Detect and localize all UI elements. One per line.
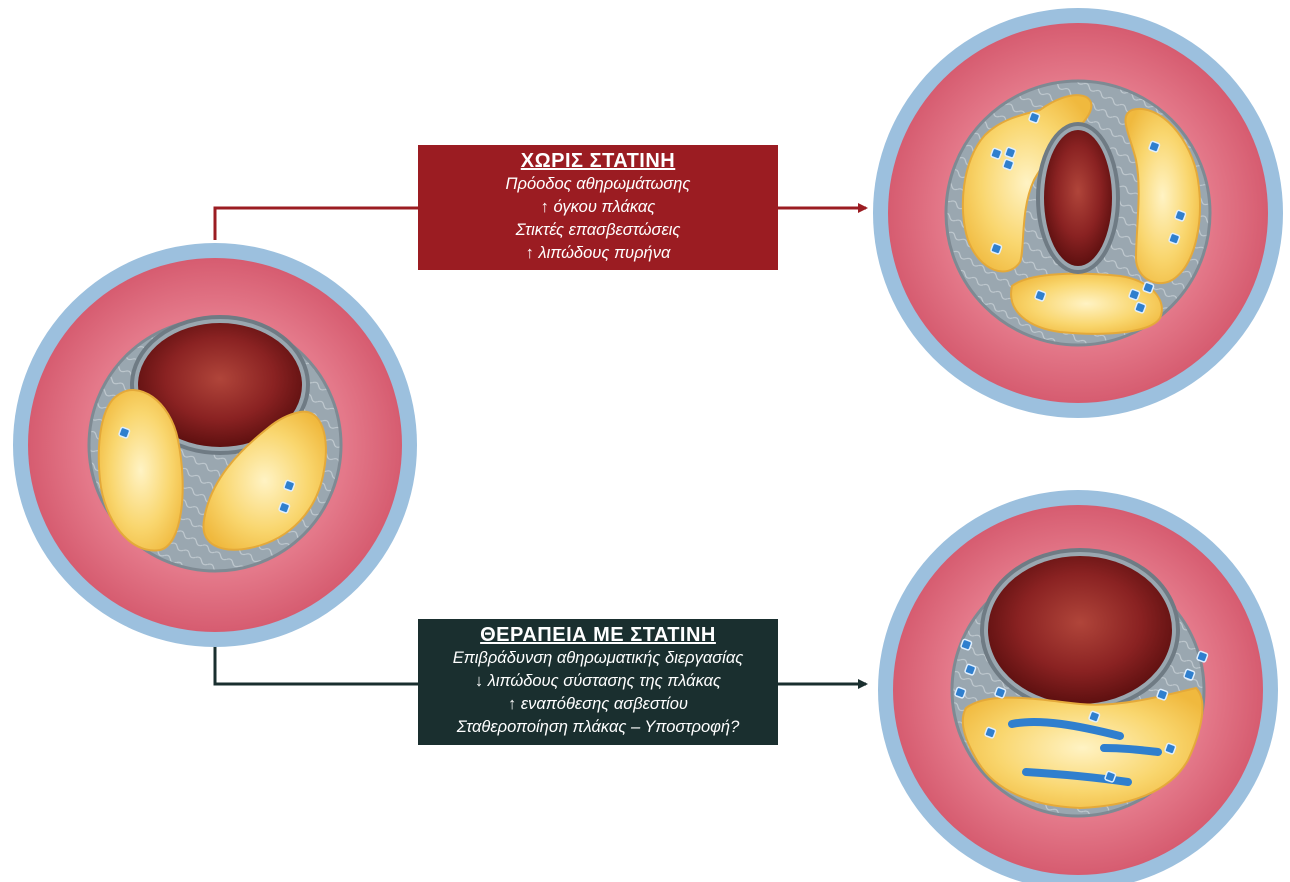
artery-baseline xyxy=(13,243,417,647)
calcium-spot xyxy=(1105,771,1117,783)
statin-box: ΘΕΡΑΠΕΙΑ ΜΕ ΣΤΑΤΙΝΗ Επιβράδυνση αθηρωματ… xyxy=(418,619,778,745)
calcium-spot xyxy=(1035,290,1047,302)
calcium-spot xyxy=(1175,210,1187,222)
lumen xyxy=(988,556,1172,704)
no-statin-box: ΧΩΡΙΣ ΣΤΑΤΙΝΗ Πρόοδος αθηρωμάτωσης ↑ όγκ… xyxy=(418,145,778,270)
calcium-spot xyxy=(1197,651,1209,663)
calcium-spot xyxy=(1005,147,1017,159)
statin-line-2: ↓ λιπώδους σύστασης της πλάκας xyxy=(418,670,778,693)
calcium-spot xyxy=(991,243,1003,255)
calcium-spot xyxy=(1143,282,1155,294)
arrow-statin-connector xyxy=(215,646,418,684)
calcium-spot xyxy=(1184,669,1196,681)
no-statin-line-4: ↑ λιπώδους πυρήνα xyxy=(418,242,778,265)
statin-line-4: Σταθεροποίηση πλάκας – Υποστροφή? xyxy=(418,716,778,739)
calcium-spot xyxy=(1129,289,1141,301)
lumen xyxy=(1044,130,1112,266)
calcium-spot xyxy=(961,639,973,651)
no-statin-line-2: ↑ όγκου πλάκας xyxy=(418,196,778,219)
calcium-spot xyxy=(1003,159,1015,171)
calcium-spot xyxy=(1169,233,1181,245)
statin-title: ΘΕΡΑΠΕΙΑ ΜΕ ΣΤΑΤΙΝΗ xyxy=(418,623,778,647)
statin-line-3: ↑ εναπόθεσης ασβεστίου xyxy=(418,693,778,716)
calcium-spot xyxy=(955,687,967,699)
calcium-spot xyxy=(965,664,977,676)
calcium-spot xyxy=(279,502,291,514)
calcium-spot xyxy=(284,480,296,492)
calcium-spot xyxy=(119,427,131,439)
calcium-spot xyxy=(991,148,1003,160)
calcium-spot xyxy=(1029,112,1041,124)
arrow-no-statin-connector xyxy=(215,208,418,240)
no-statin-line-3: Στικτές επασβεστώσεις xyxy=(418,219,778,242)
calcium-spot xyxy=(1157,689,1169,701)
calcium-deposit xyxy=(1104,748,1158,752)
calcium-spot xyxy=(985,727,997,739)
artery-no-statin xyxy=(873,8,1283,418)
calcium-spot xyxy=(1149,141,1161,153)
calcium-spot xyxy=(995,687,1007,699)
statin-line-1: Επιβράδυνση αθηρωματικής διεργασίας xyxy=(418,647,778,670)
no-statin-line-1: Πρόοδος αθηρωμάτωσης xyxy=(418,173,778,196)
calcium-spot xyxy=(1165,743,1177,755)
artery-statin xyxy=(878,490,1278,882)
no-statin-title: ΧΩΡΙΣ ΣΤΑΤΙΝΗ xyxy=(418,149,778,173)
calcium-spot xyxy=(1135,302,1147,314)
calcium-spot xyxy=(1089,711,1101,723)
